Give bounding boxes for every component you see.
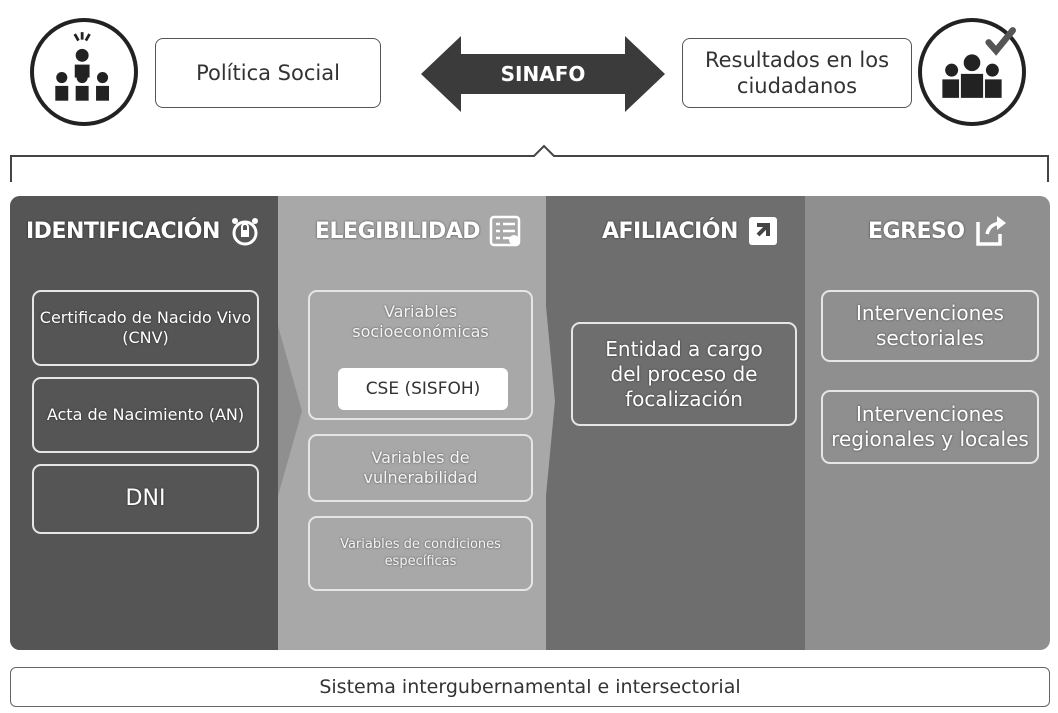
exit-share-icon [975,216,1006,246]
cnv-box: Certificado de Nacido Vivo (CNV) [32,290,259,366]
variables-condiciones-box: Variables de condiciones específicas [308,516,533,591]
identificacion-title: IDENTIFICACIÓN [26,214,262,248]
entidad-focalizacion-box: Entidad a cargo del proceso de focalizac… [571,322,797,426]
intervenciones-sectoriales-box: Intervenciones sectoriales [821,290,1039,362]
bracket-line [10,144,1049,182]
alarm-clock-icon [231,218,258,246]
acta-nacimiento-box: Acta de Nacimiento (AN) [32,377,259,453]
sinafo-double-arrow [421,36,665,112]
variables-condiciones-label: Variables de condiciones específicas [340,537,501,569]
afiliacion-title: AFILIACIÓN [602,214,780,248]
variables-socioeconomicas-label: Variables socioeconómicas [352,302,489,341]
politica-social-box: Política Social [155,38,381,108]
afiliacion-title-text: AFILIACIÓN [602,218,738,244]
variables-vulnerabilidad-box: Variables de vulnerabilidad [308,434,533,502]
intervenciones-regionales-box: Intervenciones regionales y locales [821,390,1039,464]
intervenciones-sectoriales-label: Intervenciones sectoriales [856,301,1004,350]
intervenciones-regionales-label: Intervenciones regionales y locales [831,402,1029,451]
cse-sisfoh-box: CSE (SISFOH) [338,368,508,410]
people-leader-icon [30,18,138,126]
checklist-icon [489,215,521,247]
variables-socioeconomicas-box: Variables socioeconómicas [308,290,533,420]
elegibilidad-title-text: ELEGIBILIDAD [315,218,481,244]
entidad-focalizacion-label: Entidad a cargo del proceso de focalizac… [605,336,763,411]
sinafo-label: SINAFO [500,62,586,86]
variables-vulnerabilidad-label: Variables de vulnerabilidad [363,448,478,487]
sistema-intergubernamental-box: Sistema intergubernamental e intersector… [10,667,1050,707]
dni-box: DNI [32,464,259,534]
elegibilidad-title: ELEGIBILIDAD [315,214,522,248]
panel-background [10,196,1050,650]
resultados-ciudadanos-box: Resultados en los ciudadanos [682,38,912,108]
people-check-icon [918,18,1026,126]
affiliate-arrow-icon [748,217,777,245]
egreso-title: EGRESO [868,214,1007,248]
identificacion-title-text: IDENTIFICACIÓN [26,218,220,244]
egreso-title-text: EGRESO [868,218,965,244]
process-panel: IDENTIFICACIÓN ELEGIBILIDAD AFILIACIÓN E… [10,196,1050,650]
